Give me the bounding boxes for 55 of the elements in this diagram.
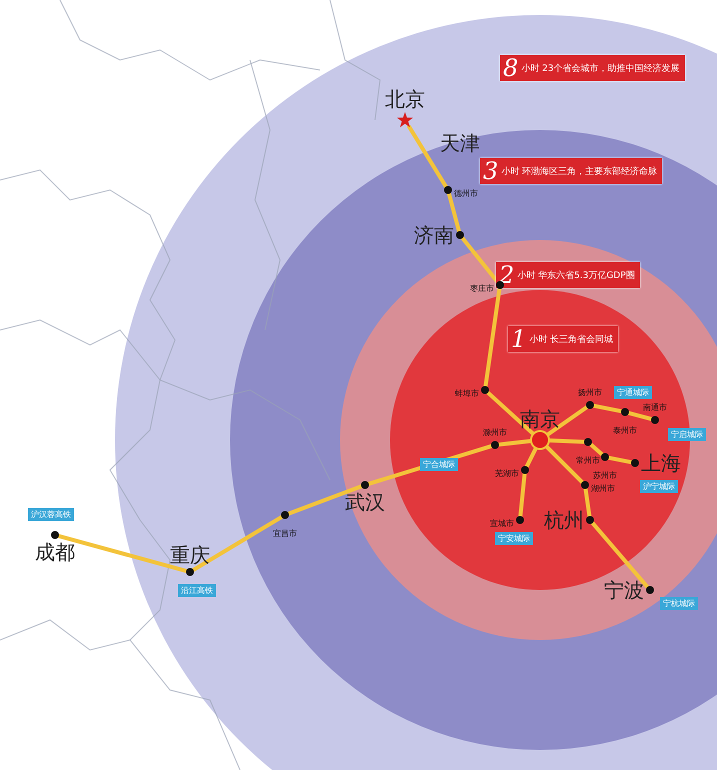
station-name: 苏州市 — [593, 471, 617, 480]
city-name: 宁波 — [604, 578, 644, 602]
station-name: 蚌埠市 — [455, 388, 479, 398]
railway-line — [486, 390, 536, 437]
railway-line — [447, 192, 461, 234]
zone-caption: 小时 环渤海区三角，主要东部经济命脉 — [501, 166, 658, 178]
station-name: 湖州市 — [591, 484, 615, 492]
station-name: 德州市 — [454, 188, 478, 198]
city-name: 济南 — [414, 223, 454, 247]
railway-tag: 宁合城际 — [420, 458, 458, 471]
city-name: 杭州 — [544, 508, 584, 532]
station-name: 枣庄市 — [470, 284, 494, 292]
railway-line — [544, 444, 584, 484]
railway-tag: 宁安城际 — [495, 532, 533, 545]
hour-numeral: 1 — [511, 327, 526, 351]
station-name: 宜昌市 — [273, 529, 297, 538]
railway-tag: 沪宁城际 — [640, 480, 678, 493]
railway-line — [484, 286, 502, 388]
zone-caption: 小时 长三角省会同城 — [529, 334, 614, 346]
city-name: 南京 — [520, 407, 560, 431]
city-name: 成都 — [35, 540, 75, 564]
zone-caption: 小时 23个省会城市，助推中国经济发展 — [521, 62, 680, 74]
station-name: 扬州市 — [578, 388, 602, 397]
station-name: 宣城市 — [490, 518, 514, 528]
railway-line — [191, 515, 284, 572]
railway-tag: 宁杭城际 — [660, 597, 698, 610]
railway-line — [626, 411, 654, 421]
railway-line — [606, 456, 634, 464]
hour-numeral: 8 — [503, 56, 518, 80]
railway-line — [589, 442, 604, 456]
railway-line — [544, 405, 589, 438]
station-name: 常州市 — [576, 456, 600, 465]
railway-line — [407, 124, 448, 189]
hour-numeral: 3 — [483, 159, 498, 183]
station-name: 泰州市 — [613, 426, 637, 435]
railway-line — [584, 486, 592, 518]
railway-line — [592, 404, 624, 414]
railway-tag: 沿江高铁 — [178, 584, 216, 597]
zone-caption: 小时 华东六省5.3万亿GDP圈 — [517, 270, 635, 282]
railway-tag: 宁通城际 — [614, 386, 652, 399]
railway-tag: 宁启城际 — [668, 428, 706, 441]
city-name: 武汉 — [345, 490, 385, 514]
station-name: 滁州市 — [483, 428, 507, 437]
city-name: 上海 — [641, 451, 681, 475]
railway-line — [286, 484, 364, 516]
railway-line — [518, 472, 527, 518]
railway-line — [524, 445, 538, 468]
city-name: 北京 — [385, 87, 425, 111]
railway-tag: 沪汉蓉高铁 — [28, 508, 74, 521]
city-name: 天津 — [440, 132, 480, 154]
railway-line — [590, 521, 650, 589]
city-name: 重庆 — [170, 543, 210, 567]
station-name: 芜湖市 — [495, 468, 519, 478]
station-name: 南通市 — [643, 403, 667, 412]
railway-line — [56, 534, 188, 573]
